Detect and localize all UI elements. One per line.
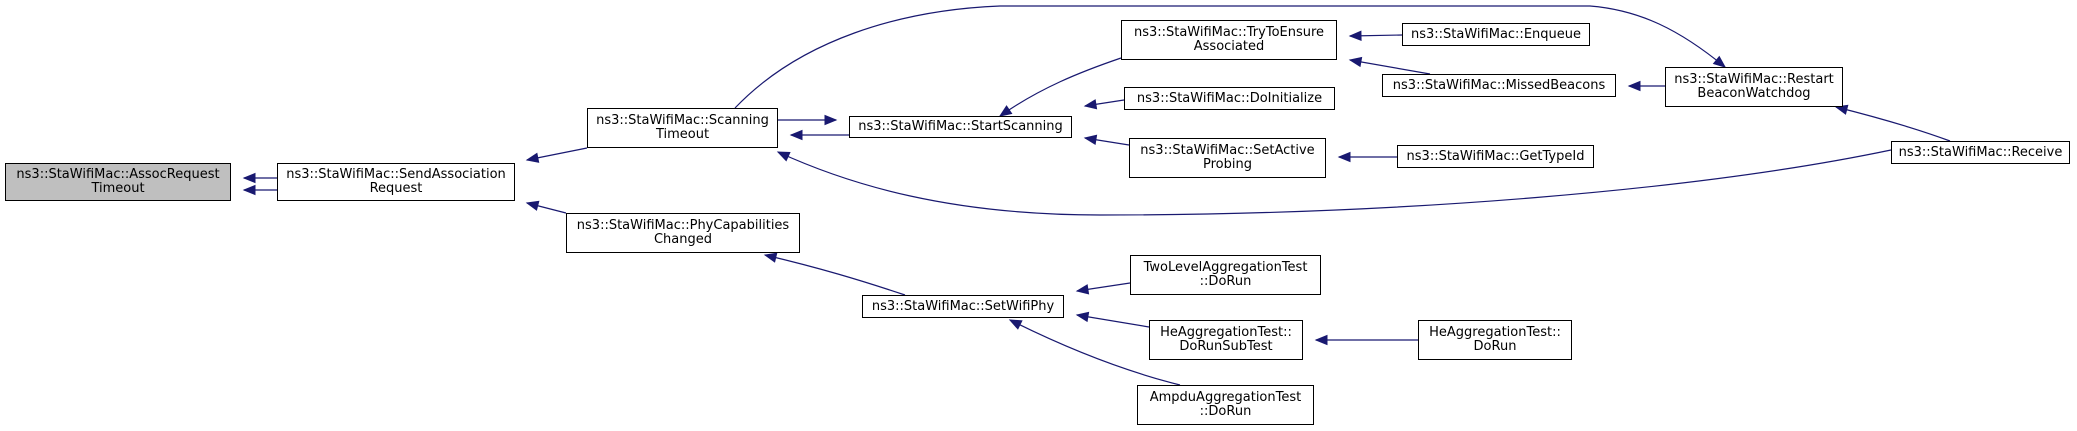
node-he-aggregation-test-do-run[interactable]: HeAggregationTest:: DoRun <box>1418 320 1572 360</box>
node-scanning-timeout[interactable]: ns3::StaWifiMac::Scanning Timeout <box>587 108 778 148</box>
edge-n11-to-n7 <box>1349 59 1431 75</box>
edge-n5-to-n2 <box>734 5 1726 109</box>
edge-n6-to-n5 <box>1835 106 1951 142</box>
arrowhead-n13-to-n3 <box>763 252 778 263</box>
arrowhead-n12-to-n9 <box>1337 151 1351 163</box>
node-phy-capabilities-changed[interactable]: ns3::StaWifiMac::PhyCapabilities Changed <box>566 213 800 253</box>
edge-n7-to-n4 <box>999 57 1122 117</box>
arrowhead-n7-to-n4 <box>998 105 1013 117</box>
arrowhead-n9-to-n4 <box>1083 134 1098 145</box>
arrowhead-n15-to-n13 <box>1075 311 1090 323</box>
arrowhead-n5-to-n2 <box>1712 55 1727 68</box>
arrowhead-n5-to-n11 <box>1627 80 1641 92</box>
edge-n6-to-n2 <box>777 149 1892 216</box>
node-get-type-id[interactable]: ns3::StaWifiMac::GetTypeId <box>1397 145 1594 168</box>
node-do-initialize[interactable]: ns3::StaWifiMac::DoInitialize <box>1124 87 1335 110</box>
node-set-wifi-phy[interactable]: ns3::StaWifiMac::SetWifiPhy <box>862 295 1064 318</box>
edge-n15-to-n13 <box>1076 314 1150 328</box>
node-enqueue[interactable]: ns3::StaWifiMac::Enqueue <box>1402 23 1590 46</box>
edge-n13-to-n3 <box>764 254 906 296</box>
arrowhead-n4-to-n2 <box>789 129 803 141</box>
node-set-active-probing[interactable]: ns3::StaWifiMac::SetActive Probing <box>1129 138 1326 178</box>
arrowhead-n17-to-n15 <box>1314 334 1328 346</box>
node-missed-beacons[interactable]: ns3::StaWifiMac::MissedBeacons <box>1382 74 1616 97</box>
node-try-to-ensure-associated[interactable]: ns3::StaWifiMac::TryToEnsure Associated <box>1121 20 1337 60</box>
edge-n16-to-n13 <box>1009 319 1181 386</box>
node-two-level-aggregation-test-do-run[interactable]: TwoLevelAggregationTest ::DoRun <box>1130 255 1321 295</box>
arrowhead-n10-to-n7 <box>1348 30 1362 42</box>
arrowhead-n8-to-n4 <box>1083 99 1098 110</box>
arrowhead-n6-to-n2 <box>776 151 791 162</box>
arrowhead-n2-to-n1 <box>525 152 540 163</box>
arrowhead-n3-to-n1 <box>525 200 540 211</box>
node-assoc-request-timeout: ns3::StaWifiMac::AssocRequest Timeout <box>5 163 231 201</box>
arrowhead-n2-to-n4 <box>824 114 838 126</box>
node-send-association-request[interactable]: ns3::StaWifiMac::SendAssociation Request <box>277 163 515 201</box>
arrowhead-n14-to-n13 <box>1075 284 1090 295</box>
node-start-scanning[interactable]: ns3::StaWifiMac::StartScanning <box>849 116 1072 138</box>
arrowhead-n0-to-n1 <box>242 184 256 196</box>
node-ampdu-aggregation-test-do-run[interactable]: AmpduAggregationTest ::DoRun <box>1137 385 1314 425</box>
arrowhead-n1-to-n0 <box>242 172 256 184</box>
node-receive[interactable]: ns3::StaWifiMac::Receive <box>1891 141 2070 164</box>
node-he-aggregation-test-do-run-sub-test[interactable]: HeAggregationTest:: DoRunSubTest <box>1149 320 1303 360</box>
arrowhead-n16-to-n13 <box>1008 319 1023 330</box>
node-restart-beacon-watchdog[interactable]: ns3::StaWifiMac::Restart BeaconWatchdog <box>1665 67 1843 107</box>
arrowhead-n11-to-n7 <box>1348 56 1363 68</box>
